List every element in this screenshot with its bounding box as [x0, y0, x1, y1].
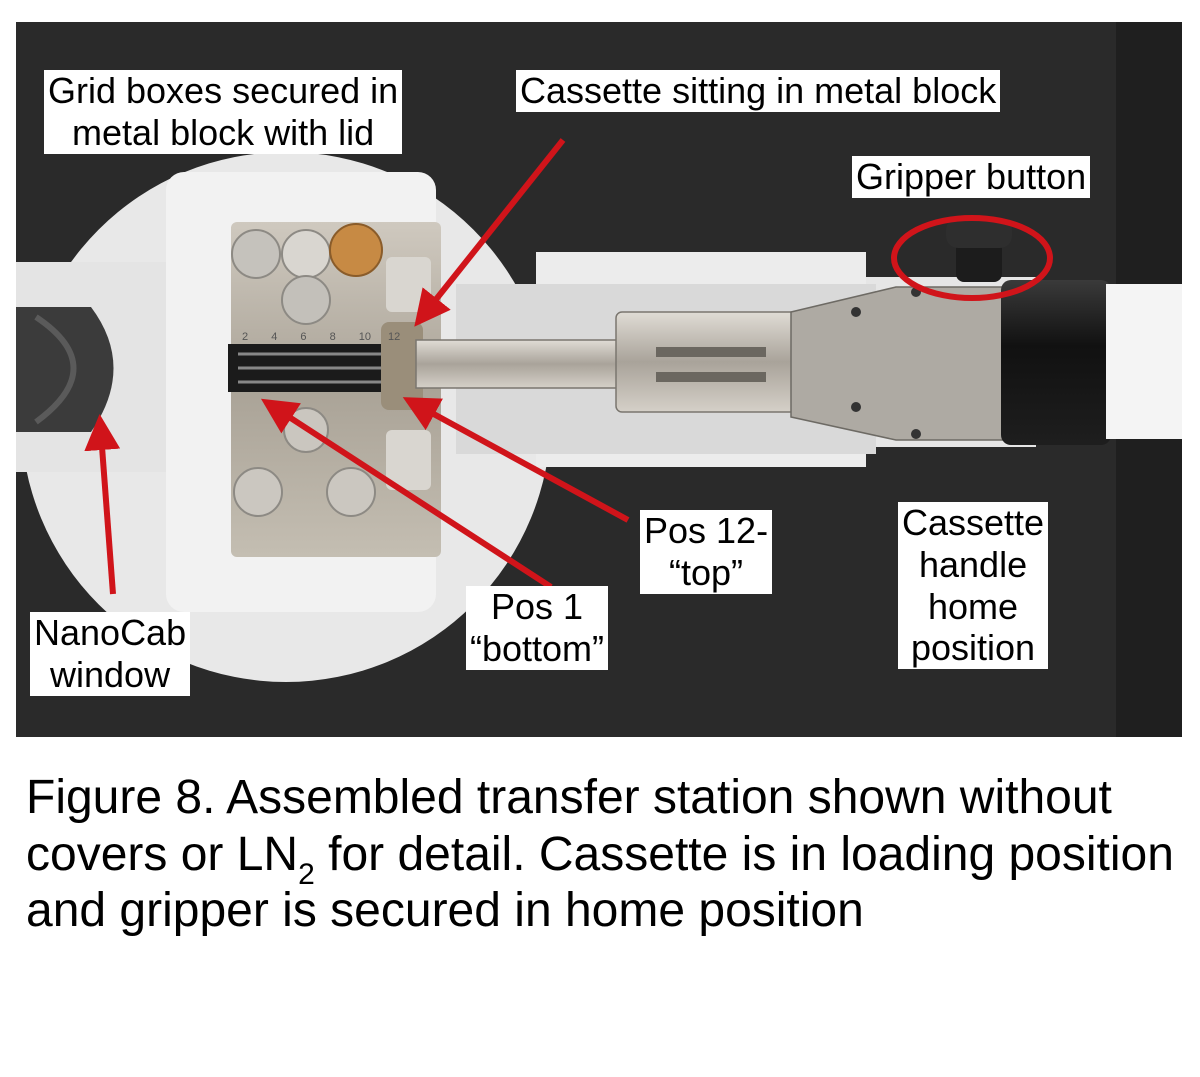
label-pos12-line1: Pos 12- — [644, 510, 769, 551]
slot-number-12: 12 — [388, 331, 400, 343]
caption-text-part2: for detail. Cassette is in loading posit… — [26, 827, 1174, 938]
gripper-button-circle — [891, 215, 1053, 301]
label-handle-line4: position — [910, 627, 1036, 669]
gripper-button-knob — [946, 218, 1012, 282]
label-nanocab-line2: window — [50, 653, 171, 695]
label-pos12-line2: “top” — [669, 551, 744, 593]
label-grid-boxes-line1: Grid boxes secured in — [48, 70, 399, 111]
caption-text-part1: Figure 8. Assembled transfer station sho… — [26, 771, 1112, 881]
cassette-handle — [415, 280, 1182, 445]
label-grid-boxes-line2: metal block with lid — [72, 111, 375, 153]
slot-number-2: 2 — [242, 331, 248, 343]
arrow-cassette-sitting — [414, 138, 566, 327]
label-cassette-handle-home: Cassette handle home position — [898, 502, 1049, 669]
annotation-arrows — [84, 138, 1053, 595]
label-handle-line2: handle — [918, 543, 1028, 585]
slot-number-6: 6 — [300, 331, 306, 343]
label-handle-line3: home — [928, 585, 1019, 627]
label-pos12: Pos 12- “top” — [640, 510, 773, 594]
label-nanocab-line1: NanoCab — [34, 612, 187, 653]
caption-subscript: 2 — [298, 857, 315, 891]
arrow-pos1 — [260, 398, 553, 590]
transfer-station-photo: 2 4 6 8 10 12 — [16, 22, 1182, 737]
label-nanocab-window: NanoCab window — [30, 612, 191, 696]
label-gripper-button: Gripper button — [852, 156, 1091, 198]
slot-number-4: 4 — [271, 331, 277, 343]
slot-number-8: 8 — [330, 331, 336, 343]
figure-caption: Figure 8. Assembled transfer station sho… — [26, 770, 1186, 940]
label-pos1-line1: Pos 1 — [490, 586, 584, 627]
label-pos1-line2: “bottom” — [470, 627, 605, 669]
label-grid-boxes: Grid boxes secured in metal block with l… — [44, 70, 403, 154]
label-pos1: Pos 1 “bottom” — [466, 586, 609, 670]
nanocab-window — [16, 307, 114, 432]
arrow-nanocab — [84, 414, 121, 595]
label-cassette-sitting: Cassette sitting in metal block — [516, 70, 1001, 112]
label-handle-line1: Cassette — [902, 502, 1045, 543]
cassette: 2 4 6 8 10 12 — [228, 322, 423, 410]
slot-number-10: 10 — [359, 331, 371, 343]
arrow-pos12 — [402, 397, 630, 523]
